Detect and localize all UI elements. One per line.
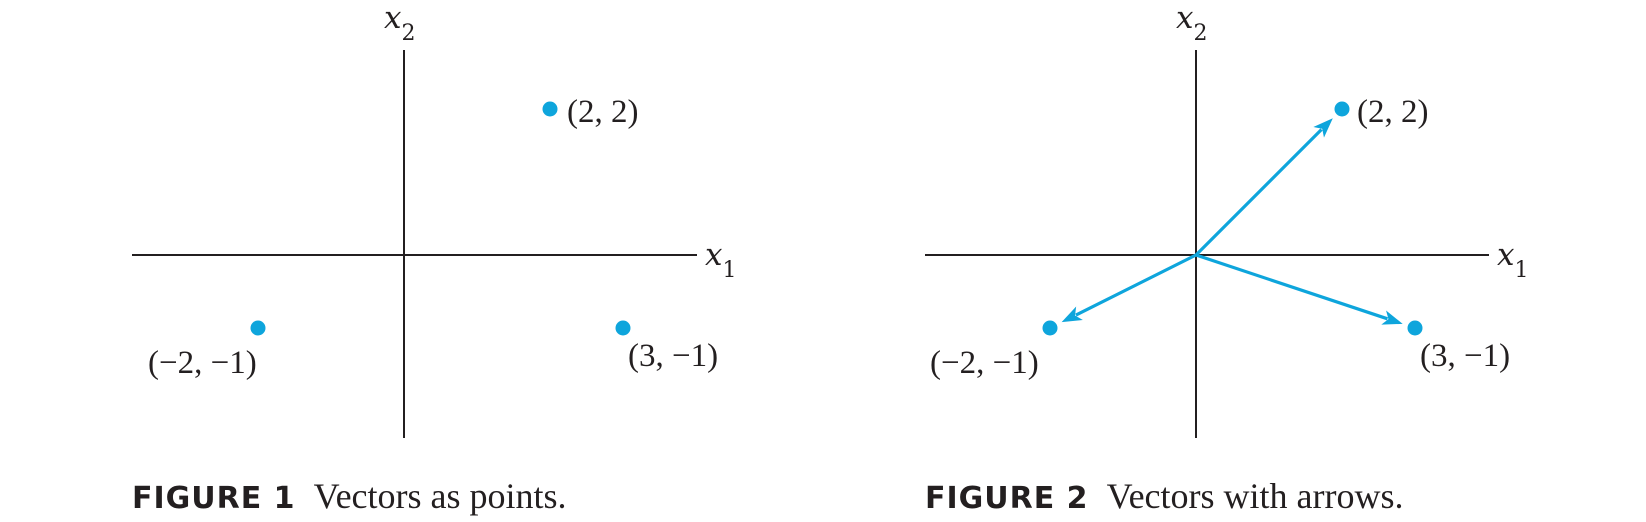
figure-2-x1-axis-label: x1 xyxy=(1497,237,1528,283)
figure-1-x2-axis-label: x2 xyxy=(384,0,415,46)
figure-1-point-3-neg1 xyxy=(615,320,631,336)
figure-2-caption-text: Vectors with arrows. xyxy=(1107,476,1404,516)
figure-2-arrow-head-neg2-neg1 xyxy=(1061,306,1083,323)
figure-1-point-label-2-2: (2, 2) xyxy=(567,94,638,130)
figure-1-point-label-3-neg1: (3, −1) xyxy=(628,338,718,374)
figure-2-arrow-head-3-neg1 xyxy=(1381,310,1403,325)
figure-2-point-label-neg2-neg1: (−2, −1) xyxy=(930,345,1039,381)
figure-1-point-label-neg2-neg1: (−2, −1) xyxy=(148,345,257,381)
figure-2-point-label-2-2: (2, 2) xyxy=(1357,94,1428,130)
figure-2-caption: FIGURE 2 Vectors with arrows. xyxy=(925,476,1404,516)
figure-2-points-and-arrows xyxy=(1042,101,1423,336)
figure-1-caption-number: FIGURE 1 xyxy=(132,481,296,516)
figure-1-caption-text: Vectors as points. xyxy=(314,476,567,516)
figure-1-point-2-2 xyxy=(542,101,558,117)
figure-2-arrow-head-2-2 xyxy=(1313,118,1333,138)
figure-2-x2-axis-label: x2 xyxy=(1176,0,1207,46)
figure-2-point-neg2-neg1 xyxy=(1042,320,1058,336)
figure-2-arrow-shaft-2-2 xyxy=(1194,128,1323,257)
figure-2-arrow-shaft-neg2-neg1 xyxy=(1075,253,1197,317)
figure-1-x1-axis-label: x1 xyxy=(705,237,736,283)
figure-1-points xyxy=(250,101,631,336)
figure-1-point-neg2-neg1 xyxy=(250,320,266,336)
figure-1-vectors-as-points: x1 x2 (2, 2) (−2, −1) (3, −1) FIGURE 1 V… xyxy=(132,0,736,516)
figure-2-point-3-neg1 xyxy=(1407,320,1423,336)
figure-2-point-label-3-neg1: (3, −1) xyxy=(1420,338,1510,374)
figure-2-caption-number: FIGURE 2 xyxy=(925,481,1089,516)
figure-2-point-2-2 xyxy=(1334,101,1350,117)
figure-2-arrow-shaft-3-neg1 xyxy=(1195,253,1388,321)
figure-2-vectors-with-arrows: x1 x2 (2, 2) (−2, −1) (3, −1) FIGURE 2 V… xyxy=(925,0,1528,516)
figure-1-caption: FIGURE 1 Vectors as points. xyxy=(132,476,567,516)
